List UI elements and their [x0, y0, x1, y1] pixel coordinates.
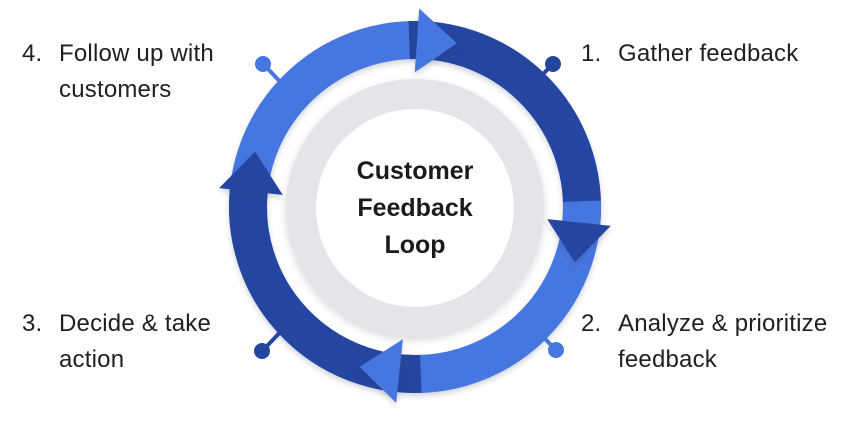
arrowhead-right-icon — [547, 219, 611, 263]
leader-dot-step-4 — [255, 56, 271, 72]
step-text-line: Gather feedback — [618, 40, 799, 67]
step-number: 4. — [22, 40, 43, 67]
center-title-line: Feedback — [357, 194, 473, 222]
center-title-line: Customer — [356, 157, 474, 185]
step-text: Decide & take action — [59, 306, 211, 378]
step-label-4: 4. Follow up with customers — [22, 36, 214, 108]
arrowhead-top-icon — [414, 8, 457, 73]
step-text: Analyze & prioritize feedback — [618, 306, 827, 378]
step-text-line: Decide & take — [59, 310, 212, 337]
step-text: Follow up with customers — [59, 36, 214, 108]
leader-dot-step-3 — [254, 343, 270, 359]
center-title-line: Loop — [384, 231, 446, 259]
step-number: 3. — [22, 310, 43, 337]
step-text-line: feedback — [618, 346, 718, 373]
step-label-2: 2. Analyze & prioritize feedback — [581, 306, 827, 378]
leader-dot-step-1 — [545, 56, 561, 72]
step-label-3: 3. Decide & take action — [22, 306, 211, 378]
step-number: 1. — [581, 40, 602, 67]
step-label-1: 1. Gather feedback — [581, 36, 798, 72]
leader-line-step-4 — [266, 67, 290, 92]
leader-line-step-3 — [265, 323, 289, 348]
step-text-line: customers — [59, 76, 172, 103]
step-text: Gather feedback — [618, 36, 798, 72]
diagram-center-title: Customer Feedback Loop — [303, 153, 527, 264]
arrowhead-bottom-icon — [359, 339, 403, 403]
leader-line-step-1 — [526, 67, 550, 92]
step-text-line: Analyze & prioritize — [618, 310, 828, 337]
leader-dot-step-2 — [548, 342, 564, 358]
inner-gray-ring — [286, 79, 544, 337]
step-number: 2. — [581, 310, 602, 337]
leader-line-step-2 — [529, 322, 553, 347]
step-text-line: Follow up with — [59, 40, 214, 67]
step-text-line: action — [59, 346, 125, 373]
arrowhead-left-icon — [219, 151, 283, 195]
